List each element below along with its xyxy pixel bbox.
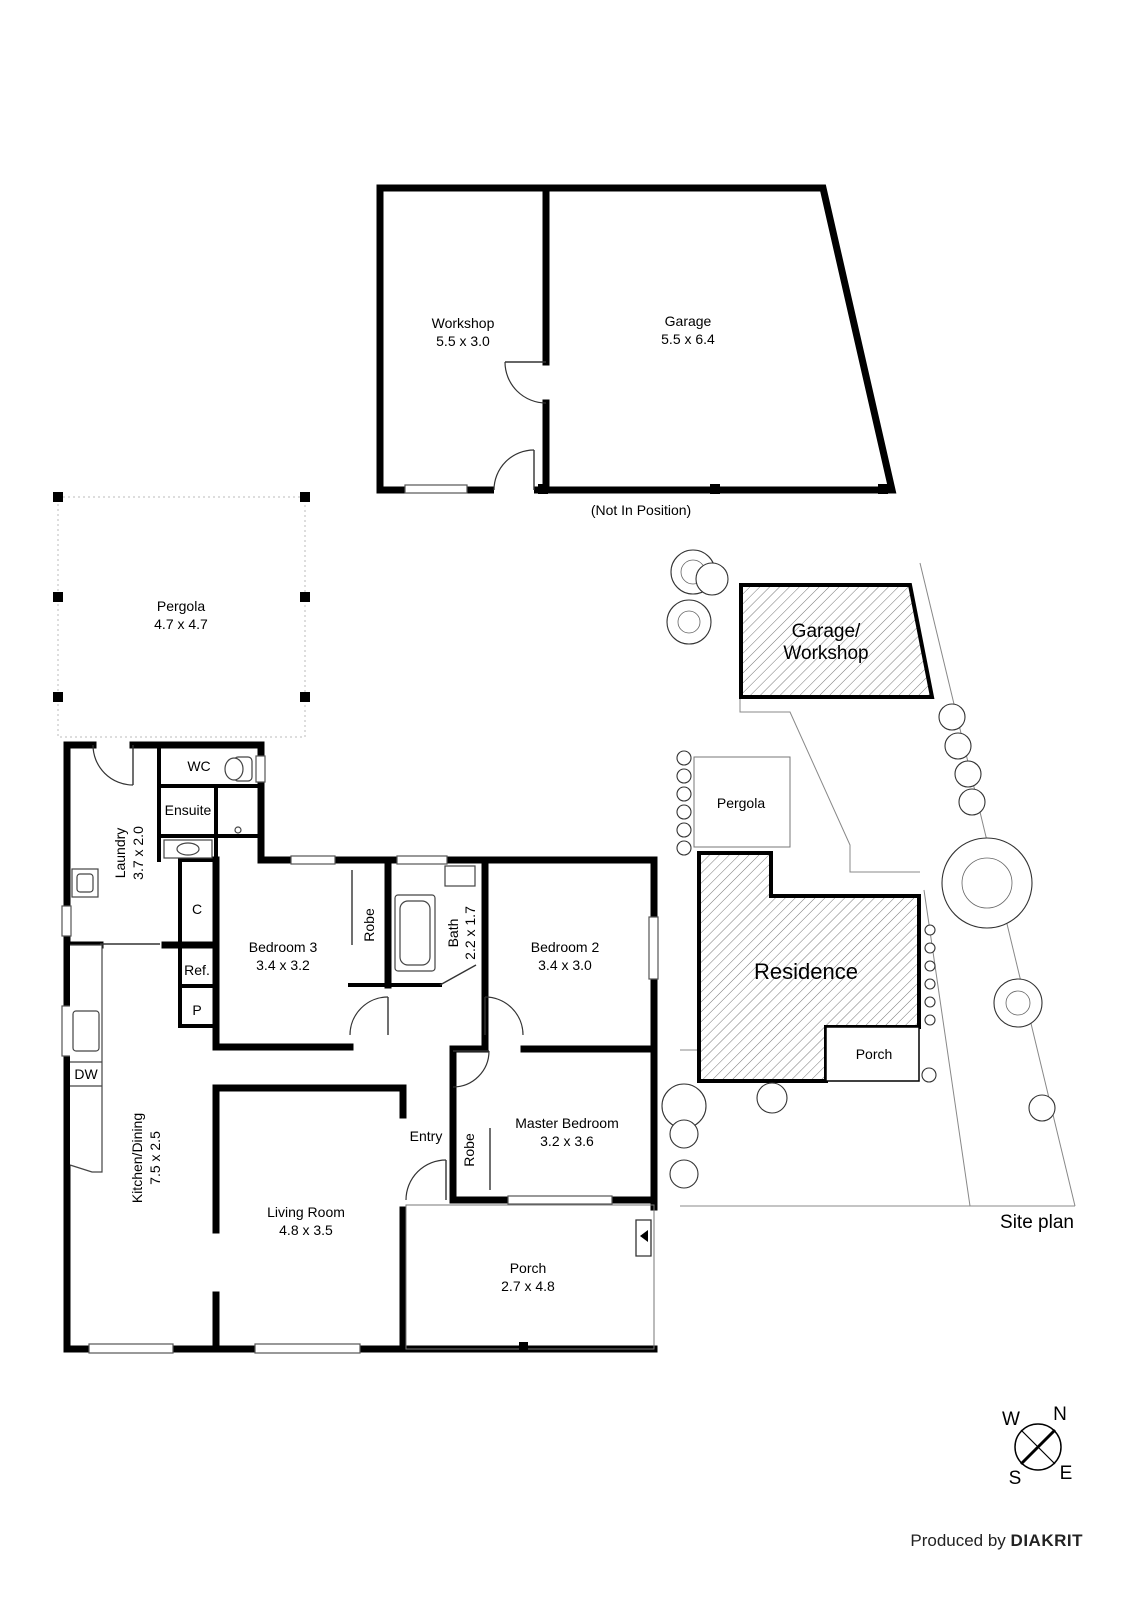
garage-label: Garage [665, 313, 712, 329]
master-bedroom-label: Master Bedroom [515, 1115, 618, 1131]
site-residence-label: Residence [754, 959, 858, 984]
fixtures [69, 756, 476, 1173]
compass-s: S [1009, 1468, 1022, 1489]
workshop-label: Workshop [432, 315, 495, 331]
windows [61, 755, 659, 1354]
credit: Produced by DIAKRIT [910, 1531, 1083, 1551]
bedroom3-label: Bedroom 3 [249, 939, 318, 955]
house-walls [63, 741, 658, 1353]
robe2-label: Robe [461, 1133, 477, 1167]
cupboard-label: C [192, 901, 202, 917]
site-garage-workshop-line2: Workshop [783, 643, 868, 664]
site-plan-title: Site plan [1000, 1212, 1074, 1233]
laundry-label: Laundry [112, 828, 128, 879]
bedroom2-label: Bedroom 2 [531, 939, 600, 955]
credit-brand: DIAKRIT [1010, 1531, 1083, 1550]
bedroom2-size: 3.4 x 3.0 [538, 957, 592, 973]
living-room-label: Living Room [267, 1204, 345, 1220]
robe1-label: Robe [361, 908, 377, 942]
workshop-size: 5.5 x 3.0 [436, 333, 490, 349]
entry-label: Entry [410, 1128, 443, 1144]
bath-label: Bath [445, 919, 461, 948]
bath-size: 2.2 x 1.7 [462, 906, 478, 960]
compass-w: W [1002, 1409, 1020, 1430]
bedroom3-size: 3.4 x 3.2 [256, 957, 310, 973]
master-bedroom-size: 3.2 x 3.6 [540, 1133, 594, 1149]
dishwasher-label: DW [74, 1066, 98, 1082]
pergola-label: Pergola [157, 598, 205, 614]
living-room-size: 4.8 x 3.5 [279, 1222, 333, 1238]
site-garage-workshop-line1: Garage/ [792, 621, 861, 642]
refrigerator-label: Ref. [184, 962, 210, 978]
pergola-structure [53, 492, 310, 738]
not-in-position-note: (Not In Position) [591, 502, 691, 518]
pantry-label: P [192, 1002, 201, 1018]
laundry-size: 3.7 x 2.0 [130, 826, 146, 880]
ensuite-label: Ensuite [165, 802, 212, 818]
pergola-size: 4.7 x 4.7 [154, 616, 208, 632]
outbuilding [376, 184, 897, 494]
wc-label: WC [187, 758, 210, 774]
porch-label: Porch [510, 1260, 547, 1276]
garage-size: 5.5 x 6.4 [661, 331, 715, 347]
kitchen-dining-label: Kitchen/Dining [129, 1113, 145, 1203]
kitchen-dining-size: 7.5 x 2.5 [147, 1131, 163, 1185]
compass-icon [1014, 1423, 1062, 1471]
tree-icon [661, 549, 1056, 1189]
doors [92, 744, 524, 1201]
compass-e: E [1060, 1463, 1073, 1484]
site-pergola-label: Pergola [717, 795, 765, 811]
site-plan [661, 549, 1076, 1207]
porch-size: 2.7 x 4.8 [501, 1278, 555, 1294]
site-porch-label: Porch [856, 1046, 893, 1062]
credit-prefix: Produced by [910, 1531, 1006, 1550]
compass-n: N [1053, 1404, 1067, 1425]
